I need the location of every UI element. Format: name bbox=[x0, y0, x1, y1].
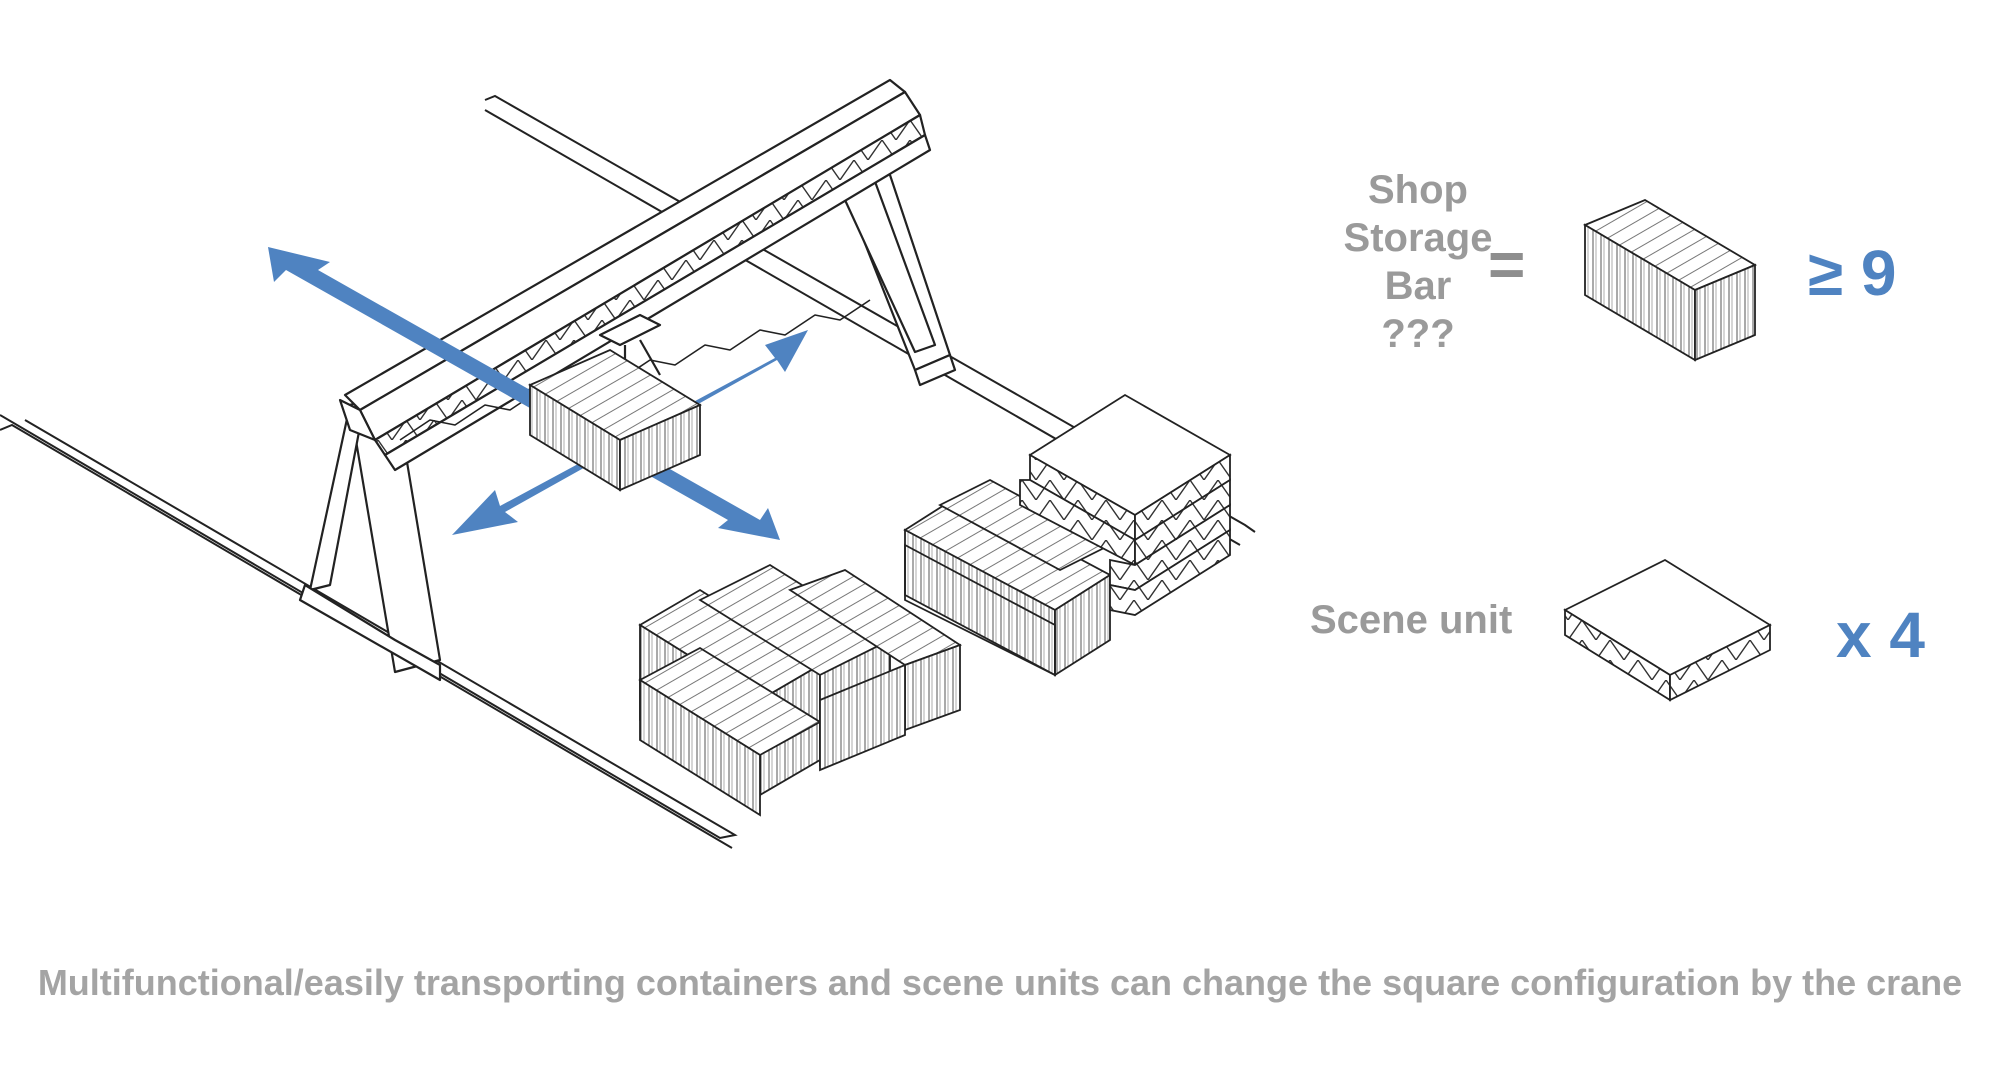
scene-unit-stack bbox=[1019, 393, 1232, 616]
equals-sign: = bbox=[1488, 228, 1526, 300]
label-bar: Bar bbox=[1384, 264, 1452, 308]
container-stack-left bbox=[638, 563, 963, 817]
label-shop: Shop bbox=[1368, 168, 1468, 212]
shop-labels: Shop Storage Bar ??? bbox=[1318, 166, 1518, 358]
legend-scene-unit-icon bbox=[1563, 558, 1772, 702]
container-stack-middle bbox=[903, 478, 1112, 677]
legend-container-icon bbox=[1582, 198, 1758, 362]
shop-count: ≥ 9 bbox=[1808, 237, 1897, 309]
scene-unit-label: Scene unit bbox=[1310, 598, 1513, 642]
container-icon bbox=[528, 348, 702, 492]
scene-count: x 4 bbox=[1836, 599, 1925, 671]
label-storage: Storage bbox=[1343, 216, 1493, 260]
caption: Multifunctional/easily transporting cont… bbox=[37, 962, 1963, 1003]
label-unknown: ??? bbox=[1381, 312, 1455, 356]
